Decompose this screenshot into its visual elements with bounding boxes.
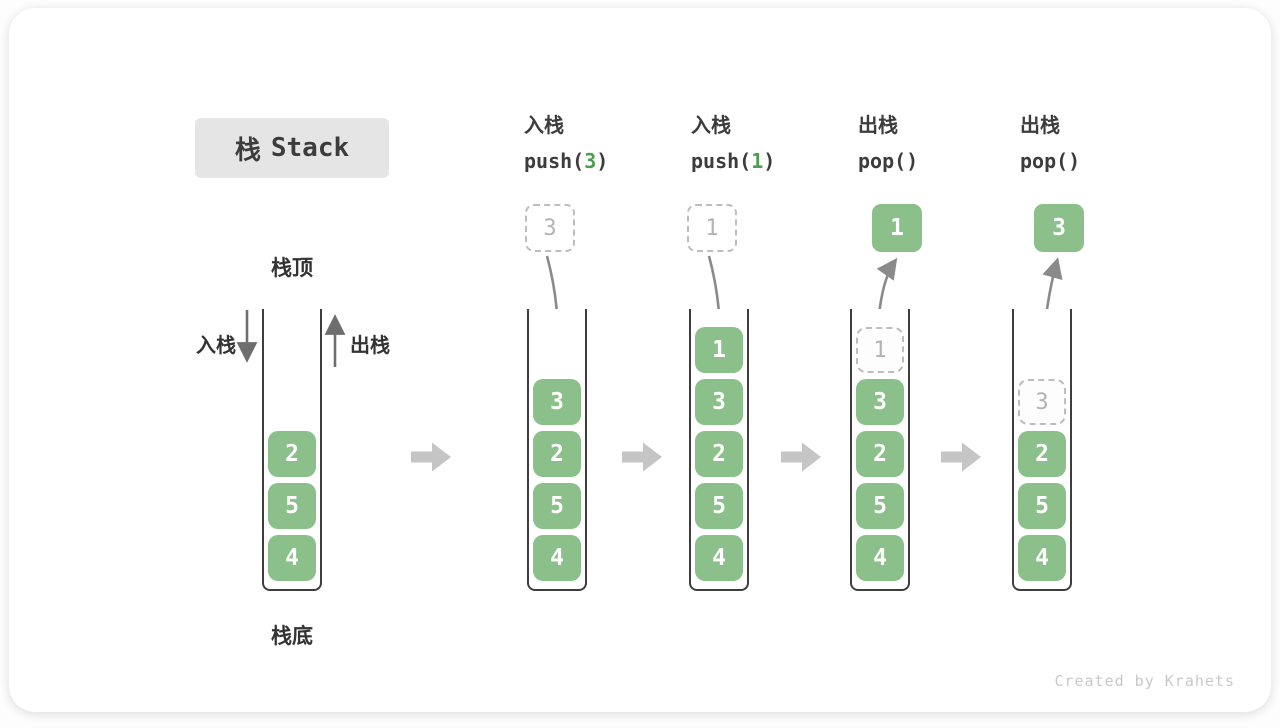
stack-cell: 3 (695, 379, 743, 425)
stack-cell: 3 (856, 379, 904, 425)
stack-cell: 4 (1018, 535, 1066, 581)
watermark: Created by Krahets (1054, 672, 1235, 690)
stack-cell: 2 (1018, 431, 1066, 477)
pending-cell: 1 (687, 204, 737, 252)
next-step-arrow-icon (941, 442, 981, 472)
stage-label-pop-3: 出栈 pop() (1020, 112, 1080, 175)
stage-label-code: push(3) (524, 149, 609, 173)
stage-label-code: pop() (1020, 149, 1081, 173)
stack-cell: 2 (856, 431, 904, 477)
popped-cell: 3 (1034, 204, 1084, 252)
stack-cell: 2 (268, 431, 316, 477)
stack-cell: 4 (533, 535, 581, 581)
next-step-arrow-icon (411, 442, 451, 472)
popped-cell: 1 (872, 204, 922, 252)
stack-cell: 3 (533, 379, 581, 425)
stage-label-code: push(1) (691, 149, 776, 173)
pending-cell: 3 (525, 204, 575, 252)
code-arg: 3 (584, 149, 597, 173)
title-en: Stack (270, 133, 350, 163)
stack-cell: 4 (695, 535, 743, 581)
code-arg: 1 (751, 149, 764, 173)
stack-cell: 5 (1018, 483, 1066, 529)
stage-label-title: 入栈 (524, 115, 564, 137)
stack-cell: 2 (533, 431, 581, 477)
stack-cell: 4 (268, 535, 316, 581)
stack-top-label: 栈顶 (271, 257, 313, 280)
pop-curve-arrow-icon (876, 257, 898, 316)
stage-label-code: pop() (858, 149, 919, 173)
stage-label-title: 出栈 (1020, 115, 1060, 137)
stack-cell: 5 (856, 483, 904, 529)
pop-side-label: 出栈 (350, 335, 390, 357)
stack-cell: 2 (695, 431, 743, 477)
title-cjk: 栈 (234, 134, 261, 165)
stage-label-pop-1: 出栈 pop() (858, 112, 918, 175)
stack-cell: 4 (856, 535, 904, 581)
stack-cell: 5 (695, 483, 743, 529)
stage-label-title: 出栈 (858, 115, 898, 137)
next-step-arrow-icon (781, 442, 821, 472)
arrows-overlay (236, 255, 1063, 472)
stage-label-title: 入栈 (691, 115, 731, 137)
next-step-arrow-icon (622, 442, 662, 472)
stage-label-push-1: 入栈 push(1) (691, 112, 775, 175)
push-side-label: 入栈 (196, 335, 236, 357)
stack-bottom-label: 栈底 (271, 625, 313, 648)
stage-label-push-3: 入栈 push(3) (524, 112, 608, 175)
stack-cell-ghost: 1 (856, 327, 904, 373)
title-badge: 栈 Stack (195, 118, 389, 178)
stack-cell-ghost: 3 (1018, 379, 1066, 425)
stack-cell: 5 (533, 483, 581, 529)
stack-cell: 1 (695, 327, 743, 373)
stack-cell: 5 (268, 483, 316, 529)
